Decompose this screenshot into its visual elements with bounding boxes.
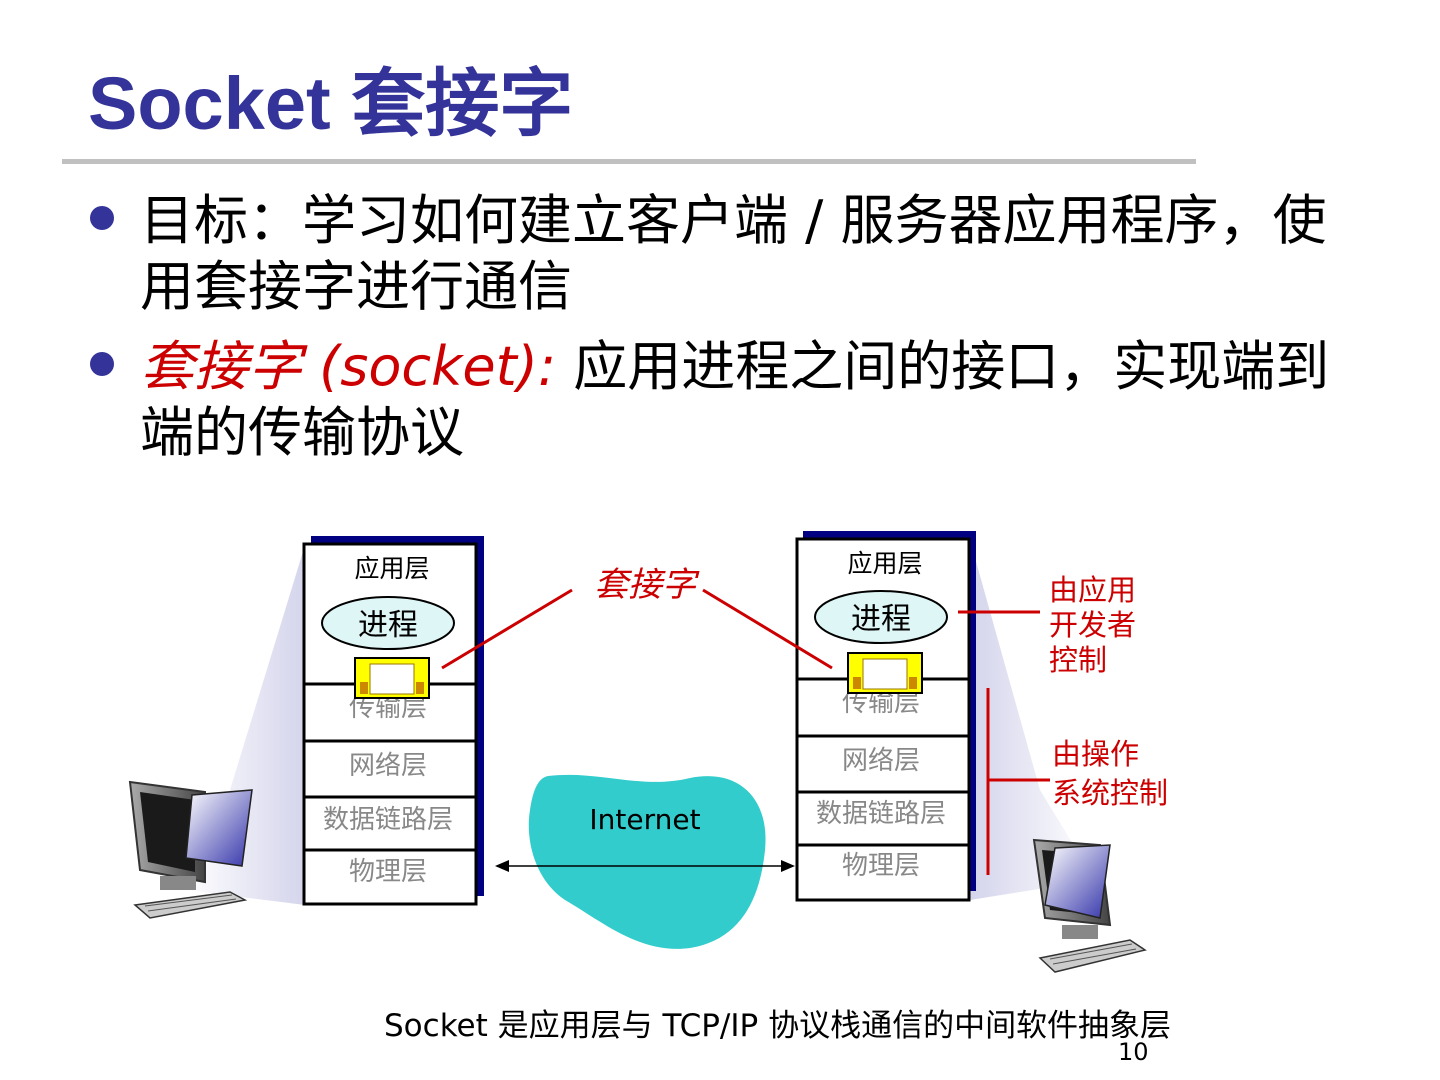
right-datalink-layer-label: 数据链路层 (816, 799, 946, 829)
left-protocol-stack: 应用层 进程 传输层 网络层 数据链路层 物理层 (302, 536, 484, 906)
bullet-goal: 目标：学习如何建立客户端 / 服务器应用程序，使用套接字进行通信 (90, 188, 1370, 320)
right-socket-icon (847, 652, 923, 694)
left-network-layer-label: 网络层 (349, 751, 427, 781)
left-datalink-layer-label: 数据链路层 (323, 805, 453, 835)
left-process-ellipse (321, 596, 455, 650)
physical-link-arrow (495, 860, 795, 872)
right-app-layer-label: 应用层 (847, 549, 922, 578)
right-process-ellipse (814, 590, 948, 644)
right-process-label: 进程 (851, 602, 911, 637)
bullet-socket-definition: 套接字 (socket): 应用进程之间的接口，实现端到端的传输协议 (90, 334, 1370, 466)
left-perspective-beam (185, 545, 305, 905)
diagram-caption: Socket 是应用层与 TCP/IP 协议栈通信的中间软件抽象层 (384, 1008, 1172, 1044)
internet-cloud (528, 774, 766, 949)
bullet-dot-icon (90, 352, 114, 376)
socket-pointer-right (702, 588, 833, 670)
left-socket-icon (354, 657, 430, 699)
socket-definition-text: 应用进程之间的接口，实现端到端的传输协议 (140, 335, 1330, 464)
right-physical-layer-label: 物理层 (842, 851, 920, 881)
bullet-goal-text: 目标：学习如何建立客户端 / 服务器应用程序，使用套接字进行通信 (140, 189, 1327, 318)
socket-callout-label: 套接字 (594, 565, 700, 605)
left-physical-layer-label: 物理层 (349, 857, 427, 887)
right-network-layer-label: 网络层 (842, 746, 920, 776)
page-number: 10 (1118, 1038, 1149, 1066)
right-perspective-beam (970, 540, 1095, 900)
title-divider (62, 159, 1196, 164)
socket-term: 套接字 (socket): (140, 335, 557, 398)
left-computer-icon (128, 780, 253, 919)
right-computer-icon (1032, 838, 1147, 973)
right-protocol-stack: 应用层 进程 传输层 网络层 数据链路层 物理层 (795, 531, 976, 902)
app-control-label: 由应用 开发者 控制 (1049, 573, 1145, 677)
slide-title: Socket 套接字 (88, 62, 574, 145)
os-control-label: 由操作 系统控制 (1052, 737, 1168, 810)
socket-pointer-left (441, 588, 573, 670)
internet-label: Internet (589, 803, 700, 836)
bullet-dot-icon (90, 206, 114, 230)
left-app-layer-label: 应用层 (354, 554, 429, 583)
left-process-label: 进程 (358, 608, 418, 643)
